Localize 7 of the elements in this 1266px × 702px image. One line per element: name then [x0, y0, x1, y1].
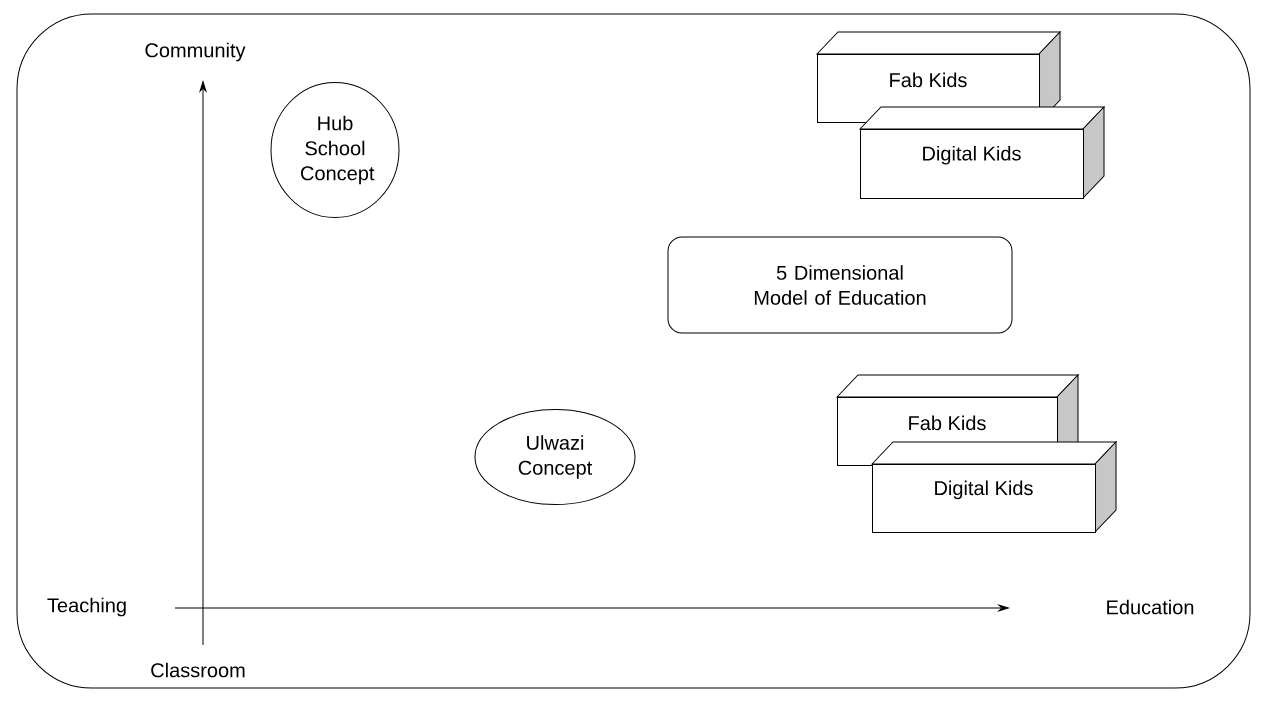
block: Digital Kids — [871, 441, 1117, 533]
axis-label: Community — [145, 42, 246, 62]
block: Digital Kids — [859, 106, 1105, 199]
axis-label: Teaching — [47, 597, 126, 617]
axis-label: Classroom — [151, 662, 245, 678]
rounded-box: 5 Dimensional Model of Education — [667, 236, 1013, 334]
axis-label: Education — [1107, 599, 1194, 615]
